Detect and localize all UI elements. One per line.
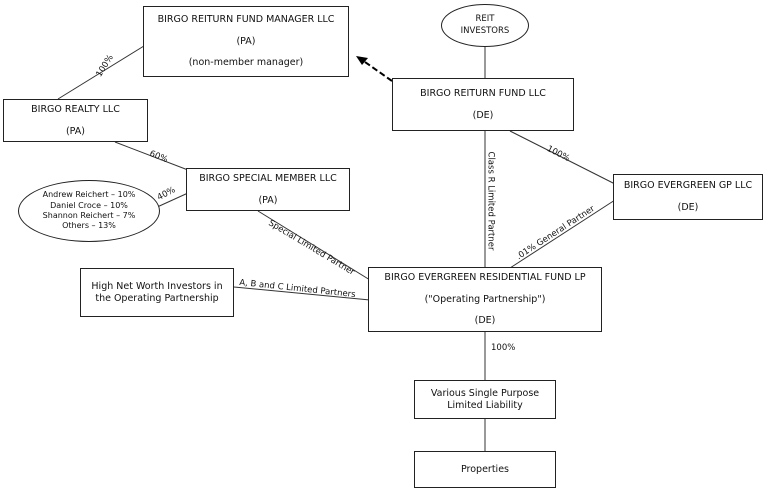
owner-item: Daniel Croce – 10% (50, 200, 128, 210)
line-realty-special (114, 141, 189, 171)
fund-manager-state: (PA) (236, 35, 256, 47)
op-name: BIRGO EVERGREEN RESIDENTIAL FUND LP (384, 271, 586, 283)
evergreen-gp-box: BIRGO EVERGREEN GP LLC (DE) (613, 174, 763, 220)
line-gp-op (509, 199, 616, 269)
line-special-op (257, 210, 371, 281)
realty-name: BIRGO REALTY LLC (31, 103, 120, 115)
arrowhead-icon (356, 56, 368, 65)
realty-state: (PA) (65, 125, 86, 137)
reiturn-fund-box: BIRGO REITURN FUND LLC (DE) (392, 78, 574, 131)
properties-box: Properties (414, 451, 556, 488)
special-member-box: BIRGO SPECIAL MEMBER LLC (PA) (186, 168, 350, 211)
owners-ellipse: Andrew Reichert – 10% Daniel Croce – 10%… (18, 180, 160, 242)
reit-investors-line1: REIT (475, 14, 495, 25)
fund-manager-box: BIRGO REITURN FUND MANAGER LLC (PA) (non… (143, 6, 349, 77)
hnw-line1: High Net Worth Investors in (91, 280, 223, 292)
properties-name: Properties (460, 463, 509, 475)
dashed-arrow-line (364, 61, 393, 82)
spe-line2: Limited Liability (447, 399, 523, 411)
spe-box: Various Single Purpose Limited Liability (414, 380, 556, 419)
owner-item: Andrew Reichert – 10% (42, 190, 136, 200)
special-member-state: (PA) (258, 194, 278, 206)
fund-manager-name: BIRGO REITURN FUND MANAGER LLC (157, 13, 335, 25)
realty-box: BIRGO REALTY LLC (PA) (3, 99, 148, 142)
owner-item: Shannon Reichert – 7% (42, 211, 136, 220)
evergreen-gp-name: BIRGO EVERGREEN GP LLC (623, 180, 753, 192)
operating-partnership-box: BIRGO EVERGREEN RESIDENTIAL FUND LP ("Op… (368, 267, 602, 332)
spe-line1: Various Single Purpose (430, 387, 540, 399)
evergreen-gp-state: (DE) (677, 202, 699, 213)
line-fund-gp (509, 130, 616, 185)
line-hnw-op (233, 286, 371, 301)
label-class-r: Class R Limited Partner (485, 151, 496, 251)
op-alias: ("Operating Partnership") (424, 293, 546, 305)
hnw-line2: the Operating Partnership (95, 292, 219, 304)
special-member-name: BIRGO SPECIAL MEMBER LLC (199, 172, 337, 184)
reiturn-fund-state: (DE) (472, 109, 494, 121)
fund-manager-note: (non-member manager) (188, 57, 304, 69)
reit-investors-line2: INVESTORS (460, 25, 510, 36)
owner-item: Others – 13% (62, 221, 116, 231)
line-owners-special (154, 192, 189, 209)
label-op-spe-pct: 100% (491, 343, 516, 353)
reiturn-fund-name: BIRGO REITURN FUND LLC (420, 87, 546, 99)
op-state: (DE) (474, 315, 496, 327)
hnw-investors-box: High Net Worth Investors in the Operatin… (80, 268, 234, 317)
reit-investors-ellipse: REIT INVESTORS (441, 4, 529, 47)
